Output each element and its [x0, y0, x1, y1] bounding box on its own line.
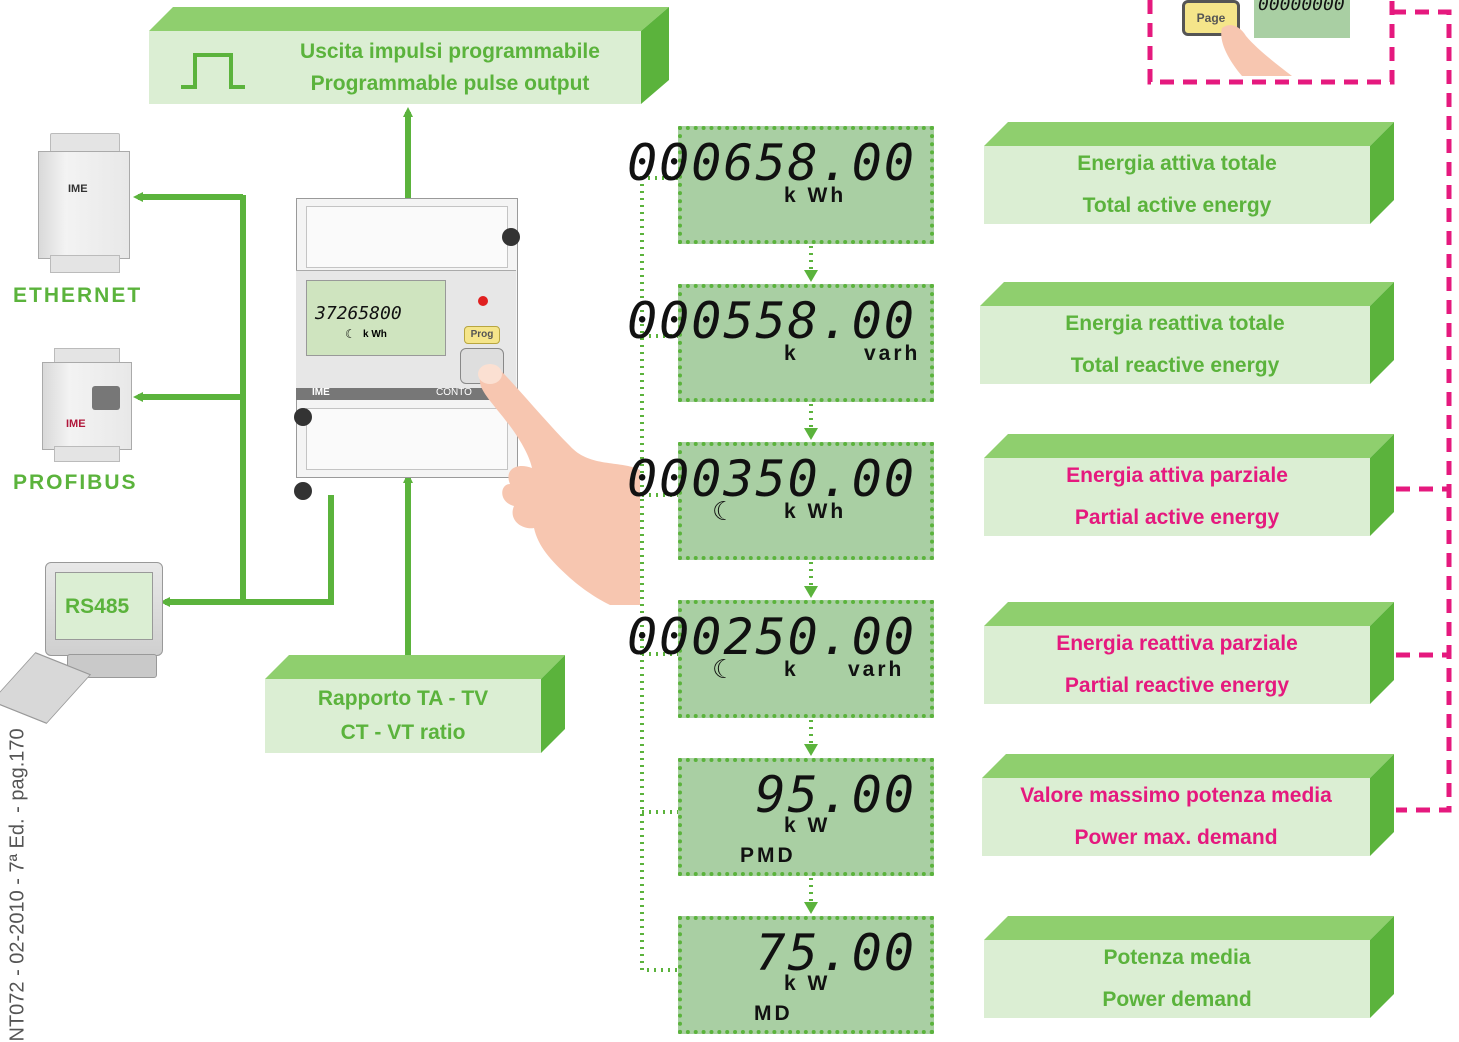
display-unit: k — [784, 658, 799, 681]
moon-icon: ☾ — [712, 654, 736, 684]
display-sub: PMD — [740, 844, 796, 867]
display-unit: k W — [784, 814, 831, 837]
display-digits: 000658.00 — [627, 134, 916, 192]
computer-image — [0, 560, 165, 724]
terminal-screw-icon — [502, 228, 520, 246]
side-caption: NT072 - 02-2010 - 7ª Ed. - pag.170 — [6, 728, 29, 1042]
label-total-reactive: Energia reattiva totale Total reactive e… — [980, 282, 1394, 384]
label-it: Potenza media — [1103, 946, 1251, 969]
meter-model: CONTO — [436, 387, 472, 398]
pointing-hand-icon — [478, 364, 640, 605]
pulse-output-en: Programmable pulse output — [310, 71, 590, 95]
display-power-max-demand: 95.00 k W PMD — [678, 758, 934, 876]
label-en: Power max. demand — [1074, 826, 1278, 849]
rs485-label: RS485 — [65, 595, 130, 618]
display-total-active: 000658.00 k Wh — [627, 126, 934, 244]
profibus-brand: IME — [66, 418, 86, 430]
prog-button[interactable]: Prog — [464, 326, 500, 344]
led-icon — [478, 296, 488, 306]
pulse-output-label: Uscita impulsi programmabile Programmabl… — [149, 7, 669, 104]
label-en: Power demand — [1102, 988, 1252, 1011]
moon-icon: ☾ — [712, 496, 736, 526]
energy-meter: 37265800 ☾ k Wh Prog IME CONTO — [294, 198, 520, 500]
pulse-output-it: Uscita impulsi programmabile — [300, 39, 600, 63]
display-digits: 95.00 — [755, 766, 916, 824]
display-digits: 75.00 — [755, 924, 916, 982]
terminal-screw-icon — [294, 408, 312, 426]
page-button-lcd — [1254, 0, 1350, 38]
display-unit: k W — [784, 972, 831, 995]
ethernet-brand: IME — [68, 183, 88, 195]
label-partial-reactive: Energia reattiva parziale Partial reacti… — [984, 602, 1394, 704]
page-button-panel: Page 00000000 — [1170, 0, 1380, 76]
meter-brand: IME — [312, 387, 330, 398]
label-power-demand: Potenza media Power demand — [984, 916, 1394, 1018]
ratio-en: CT - VT ratio — [340, 721, 466, 744]
meter-lcd-moon: ☾ — [345, 327, 356, 341]
label-it: Energia reattiva totale — [1065, 312, 1285, 335]
label-partial-active: Energia attiva parziale Partial active e… — [984, 434, 1394, 536]
ratio-it: Rapporto TA - TV — [317, 687, 489, 710]
label-it: Energia attiva parziale — [1066, 464, 1288, 487]
ratio-label: Rapporto TA - TV CT - VT ratio — [265, 655, 565, 753]
ethernet-module-image: IME — [38, 133, 130, 273]
display-partial-reactive: 000250.00 ☾ k varh — [627, 600, 934, 718]
display-partial-active: 000350.00 ☾ k Wh — [627, 442, 934, 560]
meter-lcd-unit: k Wh — [363, 329, 387, 340]
label-en: Partial active energy — [1074, 506, 1280, 529]
label-power-max-demand: Valore massimo potenza media Power max. … — [982, 754, 1394, 856]
page-button-lcd-digits: 00000000 — [1258, 0, 1345, 15]
display-unit: k Wh — [784, 500, 847, 523]
profibus-label: PROFIBUS — [13, 471, 138, 494]
label-en: Partial reactive energy — [1064, 674, 1290, 697]
pulse-icon — [181, 53, 245, 89]
display-sub: MD — [754, 1002, 793, 1025]
meter-lcd: 37265800 ☾ k Wh — [306, 280, 446, 356]
display-unit-right: varh — [864, 342, 921, 365]
label-en: Total reactive energy — [1070, 354, 1280, 377]
profibus-module-image: IME — [42, 348, 132, 462]
pointing-hand-icon — [1221, 25, 1292, 76]
display-unit-right: varh — [848, 658, 905, 681]
label-en: Total active energy — [1082, 194, 1272, 217]
display-digits: 000350.00 — [627, 450, 916, 508]
terminal-screw-icon — [294, 482, 312, 500]
display-power-demand: 75.00 k W MD — [678, 916, 934, 1034]
label-it: Energia reattiva parziale — [1056, 632, 1298, 655]
display-total-reactive: 000558.00 k varh — [627, 284, 934, 402]
ethernet-label: ETHERNET — [13, 284, 143, 307]
label-it: Energia attiva totale — [1077, 152, 1277, 175]
display-digits: 000250.00 — [627, 608, 916, 666]
label-it: Valore massimo potenza media — [1020, 784, 1332, 807]
label-total-active: Energia attiva totale Total active energ… — [984, 122, 1394, 224]
display-digits: 000558.00 — [627, 292, 916, 350]
display-unit: k Wh — [784, 184, 847, 207]
display-unit: k — [784, 342, 799, 365]
meter-lcd-digits: 37265800 — [315, 303, 402, 324]
